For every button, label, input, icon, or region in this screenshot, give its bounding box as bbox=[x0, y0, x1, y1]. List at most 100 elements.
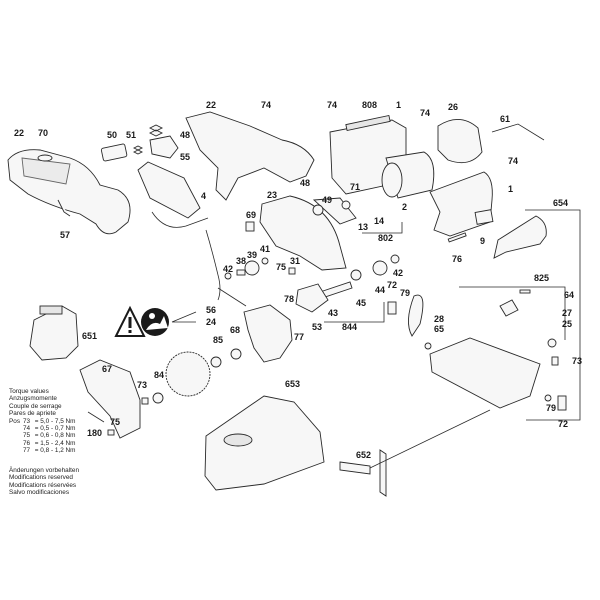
label-56: 56 bbox=[206, 305, 216, 315]
screw-75b bbox=[107, 429, 115, 436]
label-802: 802 bbox=[378, 233, 393, 243]
handle-housing-left bbox=[7, 149, 131, 235]
label-2: 2 bbox=[402, 202, 407, 212]
torque-pos: 74 bbox=[23, 425, 31, 433]
label-79a: 79 bbox=[400, 288, 410, 298]
bracket-654 bbox=[525, 209, 581, 421]
label-72a: 72 bbox=[387, 280, 397, 290]
dust-nozzle-654 bbox=[493, 215, 547, 259]
label-42a: 42 bbox=[223, 264, 233, 274]
label-75b: 75 bbox=[110, 417, 120, 427]
bearing-13 bbox=[341, 200, 351, 210]
label-70: 70 bbox=[38, 128, 48, 138]
label-74c: 74 bbox=[420, 108, 430, 118]
torque-value: 0,6 - 0,8 Nm bbox=[40, 432, 76, 440]
label-38: 38 bbox=[236, 256, 246, 266]
label-41: 41 bbox=[260, 244, 270, 254]
torque-row: 75 = 0,6 - 0,8 Nm bbox=[23, 432, 76, 440]
part-180 bbox=[87, 411, 105, 423]
torque-value: 5,0 - 7,5 Nm bbox=[40, 417, 76, 425]
screw-73 bbox=[141, 397, 149, 405]
label-73a: 73 bbox=[572, 356, 582, 366]
label-4: 4 bbox=[201, 191, 206, 201]
label-44: 44 bbox=[375, 285, 385, 295]
label-26: 26 bbox=[448, 102, 458, 112]
label-68: 68 bbox=[230, 325, 240, 335]
label-25: 25 bbox=[562, 319, 572, 329]
label-9 bbox=[474, 209, 494, 225]
washer-84 bbox=[152, 392, 164, 404]
label-1b: 1 bbox=[508, 184, 513, 194]
label-825: 825 bbox=[534, 273, 549, 283]
torque-values-table: Torque values Anzugsmomente Couple de se… bbox=[9, 388, 75, 455]
torque-row: 77 = 0,8 - 1,2 Nm bbox=[23, 447, 76, 455]
bracket-27 bbox=[499, 299, 519, 317]
torque-heading-es: Pares de apriete bbox=[9, 410, 56, 418]
label-42b: 42 bbox=[393, 268, 403, 278]
label-14: 14 bbox=[374, 216, 384, 226]
label-53: 53 bbox=[312, 322, 322, 332]
charger-653 bbox=[204, 395, 325, 491]
pin-64 bbox=[519, 289, 531, 294]
gear-39 bbox=[244, 260, 260, 276]
label-55: 55 bbox=[180, 152, 190, 162]
bracket-825 bbox=[459, 286, 566, 340]
screw-76 bbox=[447, 232, 467, 243]
notice-en: Modifications reserved bbox=[9, 474, 73, 482]
guard-67 bbox=[79, 359, 141, 439]
flange-85 bbox=[210, 356, 222, 368]
plate-49 bbox=[312, 197, 357, 225]
torque-heading-de: Anzugsmomente bbox=[9, 395, 57, 403]
ring-48 bbox=[312, 204, 324, 216]
torque-pos: 75 bbox=[23, 432, 31, 440]
knob-72a bbox=[387, 301, 397, 315]
pin-38 bbox=[236, 269, 246, 276]
motor-2 bbox=[381, 151, 435, 199]
label-9: 9 bbox=[480, 236, 485, 246]
label-77: 77 bbox=[294, 332, 304, 342]
label-79b: 79 bbox=[546, 403, 556, 413]
part-70 bbox=[37, 154, 53, 162]
label-65: 65 bbox=[434, 324, 444, 334]
nut-42b bbox=[390, 254, 400, 264]
part-65 bbox=[424, 342, 432, 350]
label-67: 67 bbox=[102, 364, 112, 374]
lower-guard-24 bbox=[243, 304, 293, 363]
label-73b: 73 bbox=[137, 380, 147, 390]
housing-upper-22 bbox=[185, 111, 315, 201]
allen-key-61 bbox=[491, 123, 545, 141]
label-76: 76 bbox=[452, 254, 462, 264]
notice-es: Salvo modificaciones bbox=[9, 489, 70, 497]
label-654: 654 bbox=[553, 198, 568, 208]
rod-56 bbox=[217, 287, 247, 307]
gearbox-53 bbox=[295, 283, 329, 313]
edge-guide-652 bbox=[339, 409, 491, 497]
torque-value: 1,5 - 2,4 Nm bbox=[40, 439, 76, 447]
nut-42a bbox=[224, 272, 232, 280]
washer-79b bbox=[544, 394, 552, 402]
label-74d: 74 bbox=[508, 156, 518, 166]
nut-41 bbox=[261, 257, 269, 265]
battery-651 bbox=[29, 305, 79, 361]
part-808-strip bbox=[345, 114, 391, 132]
bearing-45 bbox=[350, 269, 362, 281]
torque-prefix: Pos bbox=[9, 417, 21, 425]
label-31: 31 bbox=[290, 256, 300, 266]
modifications-notice: Änderungen vorbehalten Modifications res… bbox=[9, 467, 79, 497]
label-50: 50 bbox=[107, 130, 117, 140]
notice-fr: Modifications réservées bbox=[9, 481, 77, 489]
switch-4 bbox=[137, 161, 201, 219]
label-51: 51 bbox=[126, 130, 136, 140]
gear-cover-26 bbox=[437, 119, 483, 164]
label-61: 61 bbox=[500, 114, 510, 124]
spring-48 bbox=[148, 124, 164, 137]
label-1a: 1 bbox=[396, 100, 401, 110]
label-57: 57 bbox=[60, 230, 70, 240]
part-28 bbox=[408, 294, 424, 337]
label-48: 48 bbox=[180, 130, 190, 140]
arrows bbox=[171, 311, 197, 323]
label-64: 64 bbox=[564, 290, 574, 300]
gear-44 bbox=[372, 260, 388, 276]
label-74a: 74 bbox=[261, 100, 271, 110]
